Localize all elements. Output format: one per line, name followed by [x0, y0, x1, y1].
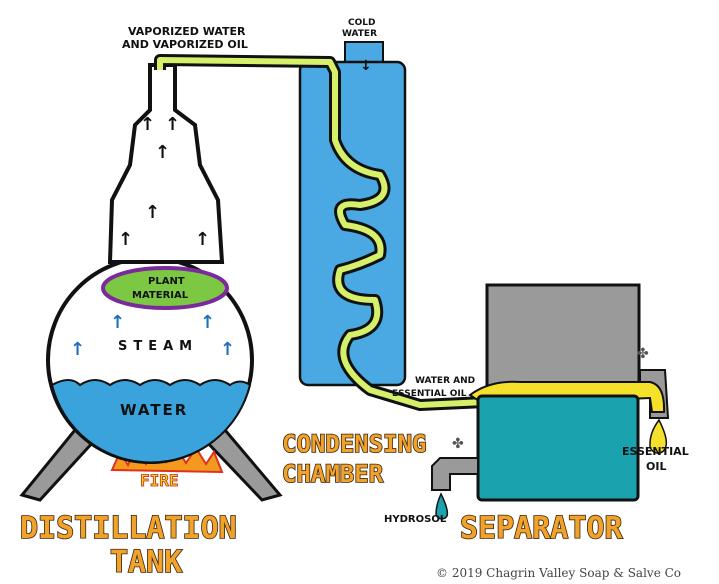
svg-text:↑: ↑: [165, 114, 180, 135]
svg-text:↑: ↑: [145, 202, 160, 223]
cold-water-label-line2: WATER: [342, 29, 377, 39]
svg-text:↑: ↑: [220, 339, 235, 360]
title-chamber: CHAMBER: [282, 460, 384, 488]
title-separator: SEPARATOR: [460, 511, 623, 546]
title-tank: TANK: [110, 545, 182, 580]
vapor-label-line2: AND VAPORIZED OIL: [122, 38, 248, 51]
separator: ✤ ✤: [431, 283, 670, 520]
svg-text:↑: ↑: [155, 142, 170, 163]
essential-oil-label-line1: ESSENTIAL: [622, 445, 689, 458]
hydrosol-label: HYDROSOL: [384, 514, 447, 525]
fire-label: FIRE: [140, 471, 179, 490]
steam-arrows: ↑↑ ↑↑ ↑↑ ↑↑ ↑↑ ↓: [70, 58, 372, 360]
plant-label-line1: PLANT: [148, 276, 185, 287]
title-condensing: CONDENSING: [282, 430, 427, 458]
water-label: WATER: [120, 401, 188, 419]
svg-text:↑: ↑: [140, 114, 155, 135]
mix-label-line1: WATER AND: [415, 376, 475, 386]
svg-text:↑: ↑: [70, 339, 85, 360]
cold-water-label-line1: COLD: [348, 18, 375, 28]
oil-valve-icon: ✤: [637, 346, 649, 362]
essential-oil-label-line2: OIL: [646, 460, 666, 473]
vapor-label-line1: VAPORIZED WATER: [128, 25, 246, 38]
steam-label: STEAM: [118, 339, 198, 354]
svg-text:↑: ↑: [195, 229, 210, 250]
vapor-pipe: [154, 54, 486, 411]
oil-drop-icon: [649, 418, 668, 454]
svg-text:↓: ↓: [360, 58, 372, 74]
copyright: © 2019 Chagrin Valley Soap & Salve Co: [436, 566, 681, 580]
distillation-tank: [46, 63, 254, 464]
title-distillation: DISTILLATION: [20, 511, 237, 546]
svg-text:↑: ↑: [110, 312, 125, 333]
hydrosol-drop-icon: [435, 492, 449, 520]
mix-label-line2: ESSENTIAL OIL: [392, 389, 467, 399]
plant-label-line2: MATERIAL: [132, 290, 189, 301]
hydrosol-valve-icon: ✤: [452, 436, 464, 452]
svg-text:↑: ↑: [200, 312, 215, 333]
svg-text:↑: ↑: [118, 229, 133, 250]
